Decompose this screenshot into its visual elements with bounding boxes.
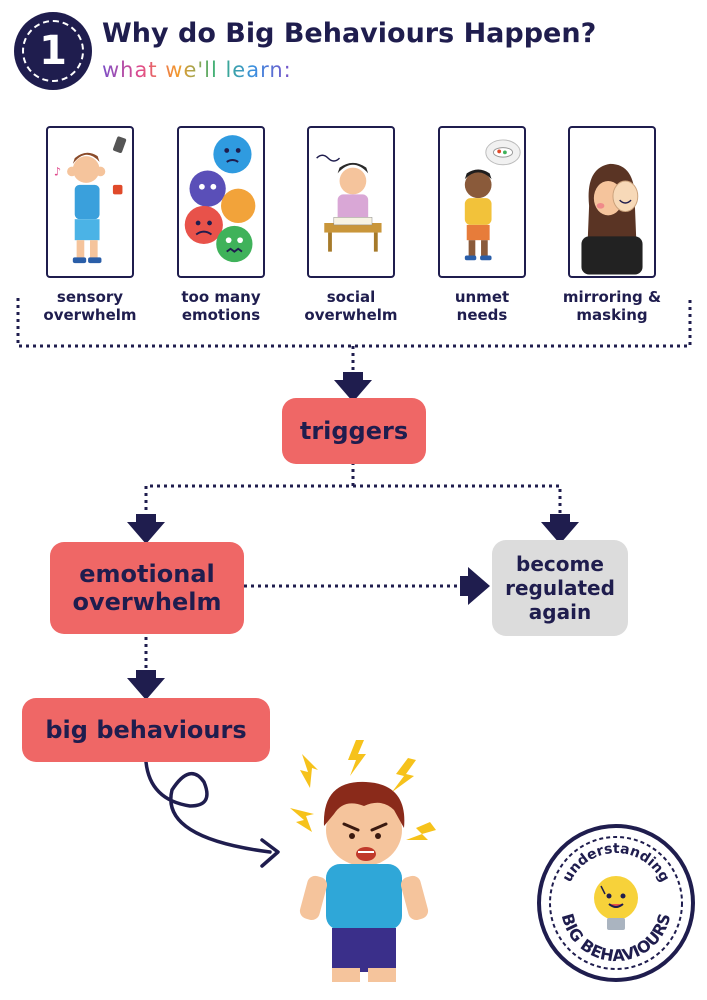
regulated-label-line: again <box>528 600 592 624</box>
cause-label-emotions: too many emotions <box>151 288 291 324</box>
hungry-child-icon <box>464 139 521 261</box>
mirroring-card <box>568 126 656 278</box>
cause-label-line: masking <box>576 306 648 324</box>
cause-label-line: unmet <box>454 288 510 306</box>
cause-label-line: social <box>326 288 376 306</box>
regulated-label-line: become <box>516 552 604 576</box>
cause-label-line: overwhelm <box>43 306 137 324</box>
woman-with-mask-icon <box>581 163 643 275</box>
cause-label-line: emotions <box>181 306 261 324</box>
page-subtitle: what we'll learn: <box>102 58 292 82</box>
unmet-needs-card <box>438 126 526 278</box>
cause-label-sensory: sensory overwhelm <box>20 288 160 324</box>
emotions-card <box>177 126 265 278</box>
cause-label-line: needs <box>456 306 508 324</box>
section-number: 1 <box>39 28 67 74</box>
sensory-card: ♪ <box>46 126 134 278</box>
cause-label-line: mirroring & <box>562 288 662 306</box>
emotion-faces-icon <box>184 135 256 263</box>
cause-label-mirroring: mirroring & masking <box>542 288 682 324</box>
triggers-box: triggers <box>282 398 426 464</box>
emotional-label-line: emotional <box>79 560 215 588</box>
stressed-student-icon <box>316 154 382 252</box>
page-title: Why do Big Behaviours Happen? <box>102 18 597 49</box>
angry-child-icon <box>290 740 436 982</box>
become-regulated-box: become regulated again <box>492 540 628 636</box>
emotional-label-line: overwhelm <box>72 588 222 616</box>
lightbulb-logo-icon: understanding BIG BEHAVIOURS <box>549 836 683 970</box>
big-behaviours-label: big behaviours <box>45 716 247 744</box>
cause-label-line: too many <box>181 288 261 306</box>
curly-arrow <box>144 760 272 854</box>
emotional-overwhelm-box: emotional overwhelm <box>50 542 244 634</box>
svg-text:♪: ♪ <box>54 164 61 178</box>
big-behaviours-box: big behaviours <box>22 698 270 762</box>
understanding-big-behaviours-badge: understanding BIG BEHAVIOURS <box>537 824 695 982</box>
child-covering-ears-icon: ♪ <box>54 136 127 264</box>
cause-label-unmet-needs: unmet needs <box>412 288 552 324</box>
subtitle-text: what we'll learn: <box>102 58 292 82</box>
cause-label-line: overwhelm <box>304 306 398 324</box>
triggers-label: triggers <box>299 417 409 445</box>
cause-label-line: sensory <box>56 288 124 306</box>
cause-label-social: social overwhelm <box>281 288 421 324</box>
section-number-badge: 1 <box>14 12 92 90</box>
regulated-label-line: regulated <box>505 576 615 600</box>
social-card <box>307 126 395 278</box>
